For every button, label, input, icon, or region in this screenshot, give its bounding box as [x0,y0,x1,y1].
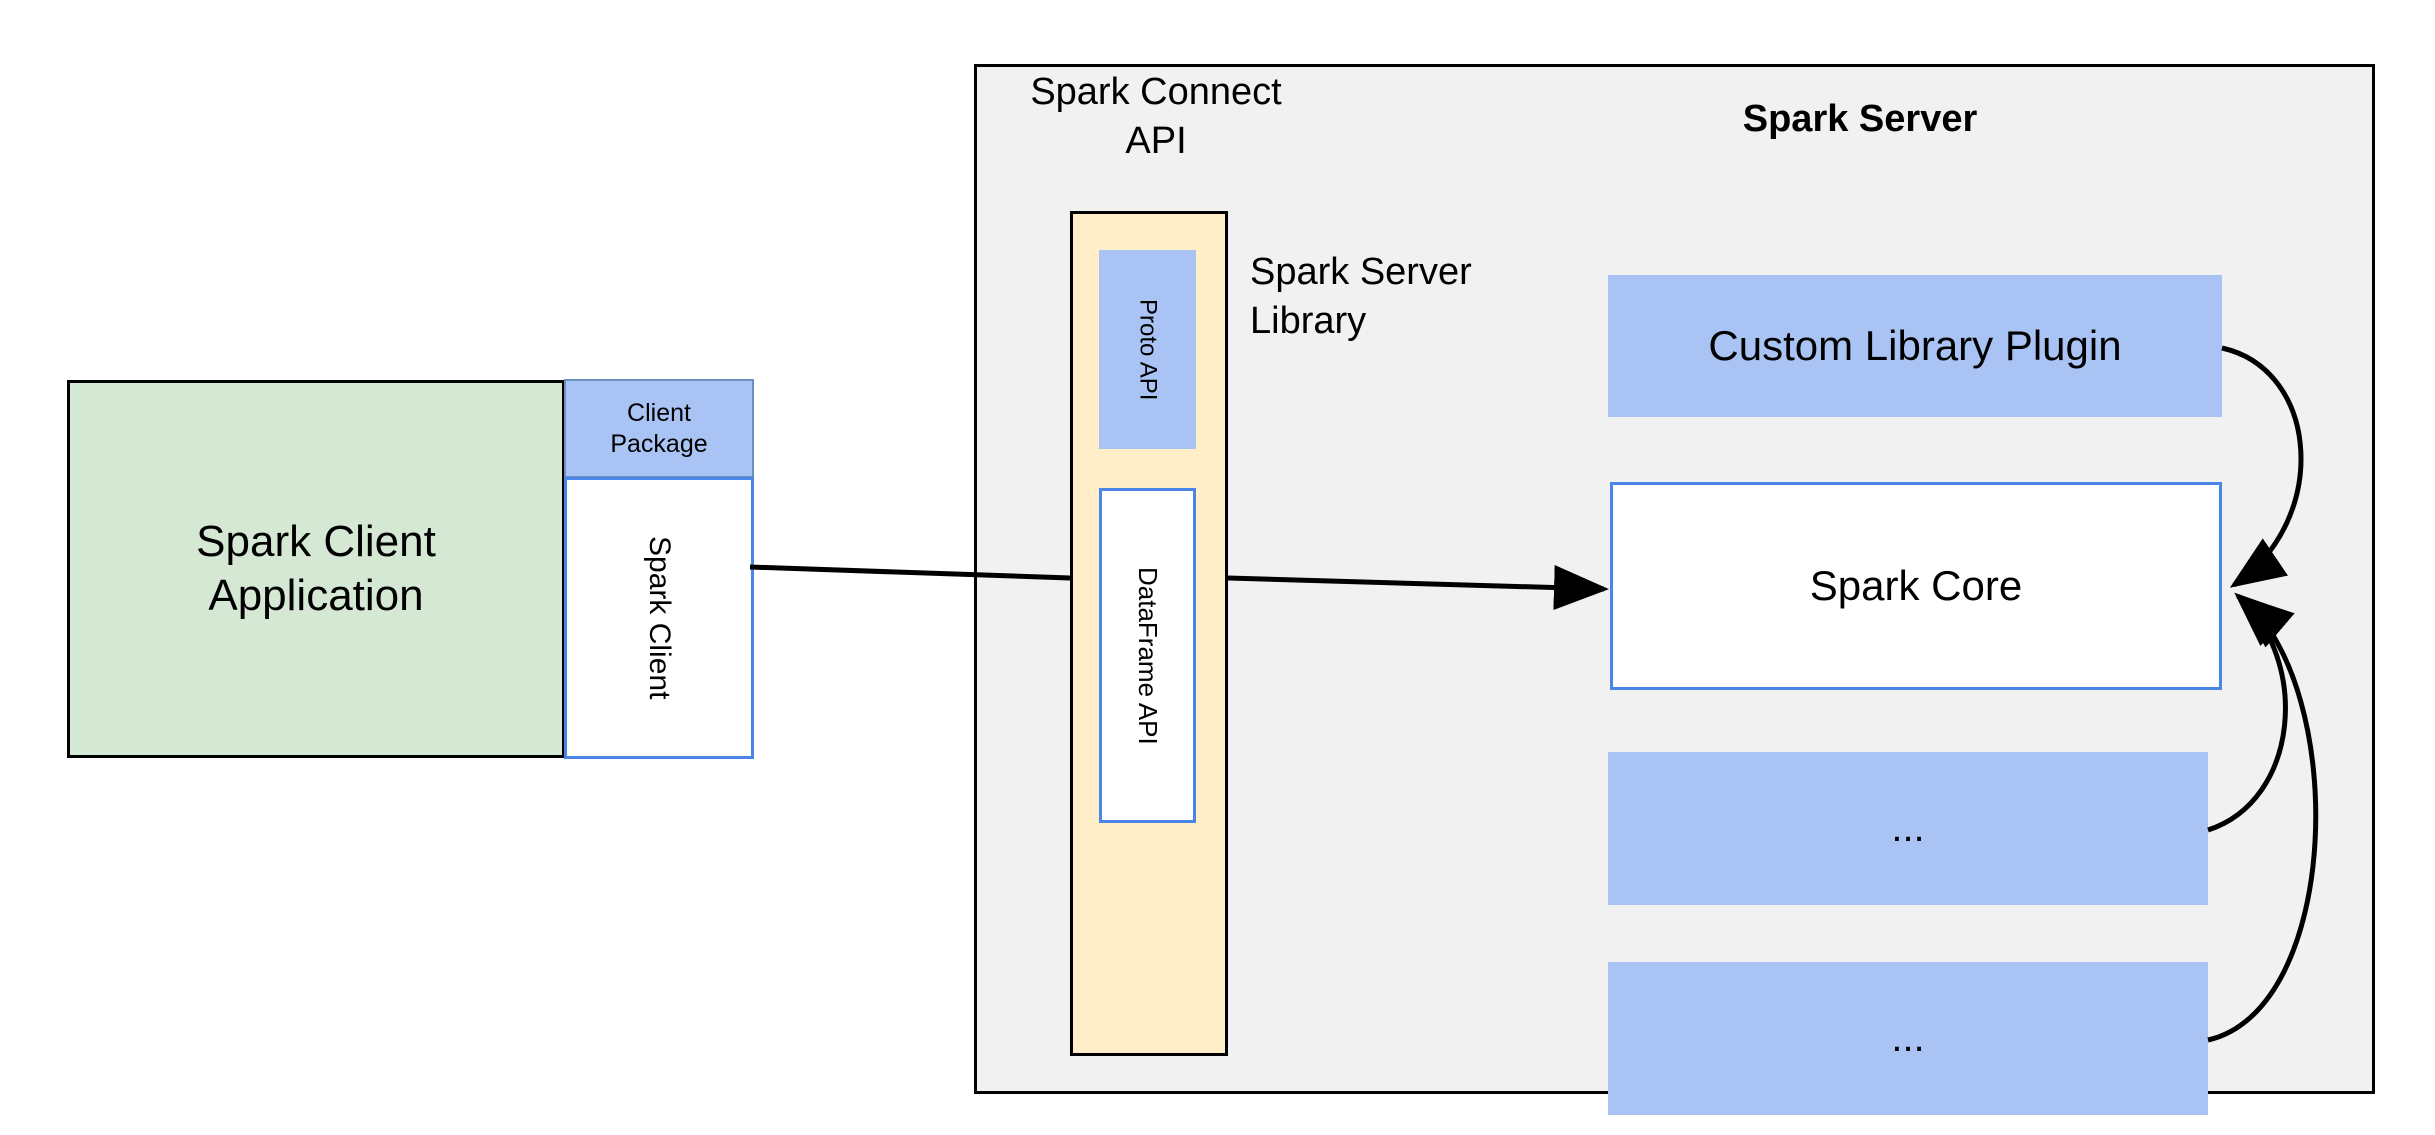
client-package-label-line1: Client [627,398,691,427]
server-component-ellipsis-2[interactable]: ... [1608,962,2208,1115]
spark-client-label: Spark Client [643,536,676,700]
spark-client-box[interactable]: Spark Client [564,477,754,759]
spark-core-label: Spark Core [1809,562,2023,609]
spark-connect-api-label-line1: Spark Connect [1030,71,1282,113]
spark-client-application-label-line1: Spark Client [196,517,436,567]
spark-server-title: Spark Server [1742,98,1978,140]
spark-server-library-label: Spark Server Library [1250,248,1570,345]
spark-client-application-box[interactable]: Spark Client Application [67,380,565,758]
proto-api-box[interactable]: Proto API [1099,250,1196,449]
dataframe-api-label: DataFrame API [1133,566,1163,745]
dataframe-api-box[interactable]: DataFrame API [1099,488,1196,823]
spark-server-library-label-line1: Spark Server [1250,251,1472,293]
proto-api-label: Proto API [1134,298,1162,401]
client-package-box[interactable]: Client Package [564,379,754,478]
client-package-label-line2: Package [610,429,708,458]
spark-connect-api-label-line2: API [1125,119,1187,162]
custom-library-plugin-box[interactable]: Custom Library Plugin [1608,275,2222,417]
server-component-ellipsis-1-label: ... [1891,806,1925,850]
spark-connect-api-label: Spark Connect API [1006,68,1306,165]
spark-client-application-label-line2: Application [208,571,424,620]
server-component-ellipsis-1[interactable]: ... [1608,752,2208,905]
spark-core-box[interactable]: Spark Core [1610,482,2222,690]
spark-server-library-label-line2: Library [1250,299,1367,342]
server-component-ellipsis-2-label: ... [1891,1016,1925,1060]
custom-library-plugin-label: Custom Library Plugin [1708,322,2122,369]
